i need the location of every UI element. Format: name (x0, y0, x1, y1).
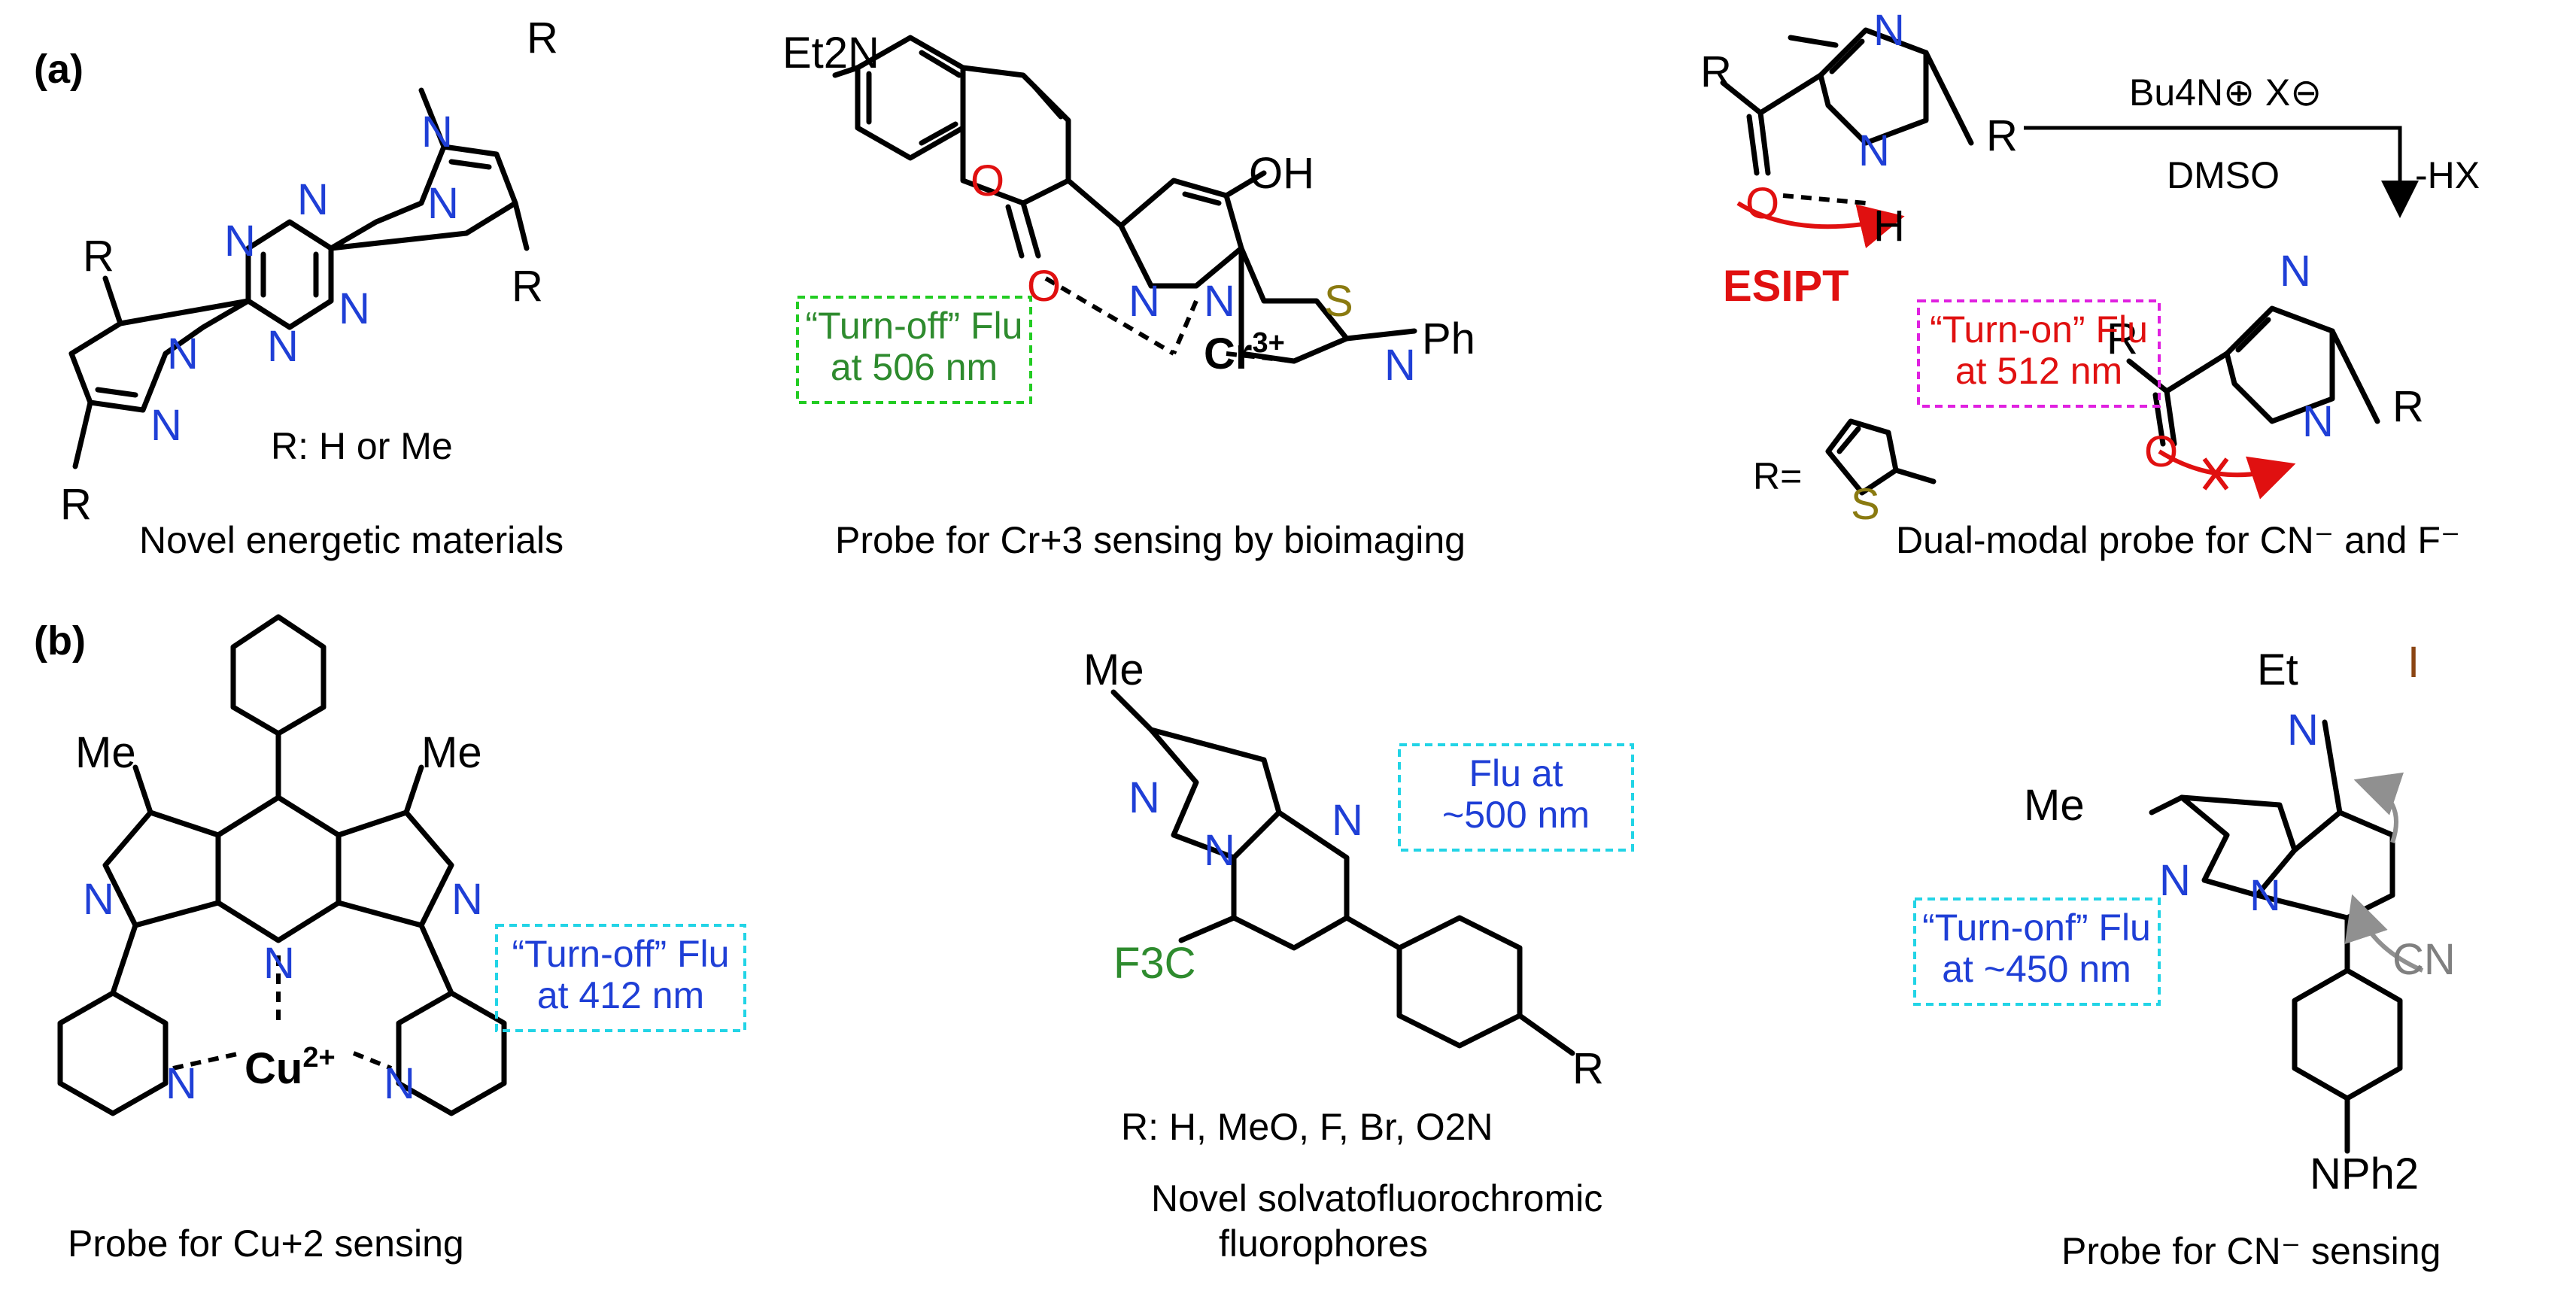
imidazole-n: N (2280, 247, 2311, 296)
tetrazine-n: N (224, 217, 256, 266)
phenyl-group: Ph (1422, 314, 1475, 363)
tetrazine-n: N (297, 175, 329, 224)
r-group: R (2107, 314, 2138, 363)
nph2-label: NPh2 (2310, 1150, 2419, 1198)
reagent-label: Bu4N⊕ X⊖ (2129, 71, 2322, 114)
turn-on-box (1917, 299, 2161, 408)
box-line-2: at 512 nm (1955, 350, 2122, 392)
pyrazole-n: N (2159, 856, 2191, 905)
r-group: R (2392, 382, 2424, 431)
panel-label-b: (b) (34, 618, 86, 664)
caption-line-1: Novel solvatofluorochromic (1151, 1177, 1602, 1219)
caption-dual-probe: Dual-modal probe for CN⁻ and F⁻ (1896, 519, 2460, 561)
hydrogen: H (1873, 202, 1905, 251)
tetrazine-n: N (339, 284, 370, 333)
thiazole-s: S (1324, 277, 1353, 326)
box-line-1: “Turn-off” Flu (806, 305, 1023, 347)
turn-off-box-b (495, 924, 746, 1032)
pyrazole-n: N (1129, 277, 1160, 326)
pyridyl-n: N (166, 1059, 197, 1108)
oh-group: OH (1249, 149, 1314, 198)
r-definition: R= (1753, 455, 1802, 497)
flu-box (1398, 743, 1634, 852)
pyrazolopyrimidine-structure: Me N N N F3C R (1083, 645, 1604, 1093)
tetrazine-structure: N N N N N N N N R R R R (60, 14, 558, 529)
imidazole-n: N (1873, 6, 1905, 55)
box-line-2: at 412 nm (537, 974, 704, 1016)
pyridine-n: N (263, 939, 295, 988)
r-group: R (83, 232, 114, 281)
box-line-1: “Turn-onf” Flu (1922, 907, 2151, 949)
esipt-label: ESIPT (1723, 262, 1849, 311)
turn-on-box-b (1913, 897, 2161, 1006)
iodide-label: I (2407, 638, 2420, 687)
coumarin-probe-structure: Et2N O O N N N S OH Ph Cr3+ (782, 29, 1475, 390)
caption-cu-probe: Probe for Cu+2 sensing (68, 1222, 464, 1265)
caption-cn-probe: Probe for CN⁻ sensing (2061, 1230, 2441, 1272)
substituent-note: R: H, MeO, F, Br, O2N (1121, 1106, 1493, 1148)
pyrazole-n: N (1204, 277, 1235, 326)
r-group: R (1572, 1044, 1604, 1093)
methyl-label: Me (1083, 645, 1144, 694)
imidazole-nh: N (1858, 126, 1890, 175)
pyrazole-n: N (421, 108, 453, 156)
caption-energetic: Novel energetic materials (139, 519, 564, 561)
carbonyl-o: O (2144, 427, 2178, 476)
pyridyl-n: N (384, 1059, 415, 1108)
copper-ion: Cu2+ (245, 1042, 336, 1093)
r-group: R (512, 262, 543, 311)
cyanide-label: CN (2392, 935, 2456, 984)
cf3-label: F3C (1113, 939, 1196, 988)
chromium-ion: Cr3+ (1204, 327, 1285, 378)
r-group: R (1986, 111, 2018, 160)
r-group: R (60, 480, 92, 529)
box-line-2: at 506 nm (831, 346, 998, 388)
thiazole-n: N (1384, 341, 1416, 390)
cu-probe-structure: Me Me N N N N N Cu2+ (57, 614, 507, 1116)
imidazole-probe-structure: R R N N O H ESIPT Bu4N⊕ X⊖ DMSO -HX R R … (1700, 6, 2480, 529)
tetrazine-n: N (267, 322, 299, 371)
caption-cr-probe: Probe for Cr+3 sensing by bioimaging (835, 519, 1466, 561)
caption-line-2: fluorophores (1219, 1222, 1428, 1265)
box-line-2: ~500 nm (1442, 794, 1590, 836)
panel-label-a: (a) (34, 47, 84, 92)
coumarin-o: O (971, 156, 1004, 205)
pyrimidine-n: N (1332, 796, 1363, 845)
pyrazole-n: N (427, 179, 459, 228)
pyrazole-n: N (1129, 773, 1160, 822)
loss-label: -HX (2415, 154, 2480, 196)
ethyl-label: Et (2257, 645, 2298, 694)
pyrazole-n: N (150, 401, 182, 450)
bridge-n: N (1204, 826, 1235, 875)
pyrazole-n: N (83, 875, 114, 924)
box-line-1: “Turn-off” Flu (512, 933, 730, 975)
substituent-note: R: H or Me (271, 425, 453, 467)
et2n-label: Et2N (782, 29, 879, 77)
solvent-label: DMSO (2167, 154, 2280, 196)
pyrazole-n: N (167, 330, 199, 378)
box-line-2: at ~450 nm (1942, 948, 2131, 990)
bridge-n: N (2249, 871, 2281, 920)
methyl-label: Me (2024, 781, 2085, 830)
box-line-1: Flu at (1469, 752, 1563, 794)
carbonyl-o: O (1745, 179, 1779, 228)
cn-probe-structure: Et N I Me N N CN NPh2 (2024, 638, 2456, 1198)
thiophene-s: S (1851, 480, 1880, 529)
pyrazole-n: N (451, 875, 483, 924)
box-line-1: “Turn-on” Flu (1930, 308, 2148, 351)
r-group: R (527, 14, 558, 62)
imidazole-n-anion: N (2302, 397, 2334, 446)
methyl-label: Me (421, 728, 482, 777)
turn-off-box-a (796, 296, 1032, 404)
r-group: R (1700, 47, 1732, 96)
carbonyl-o: O (1027, 262, 1061, 311)
pyrimidinium-n: N (2287, 706, 2319, 755)
methyl-label: Me (75, 728, 136, 777)
